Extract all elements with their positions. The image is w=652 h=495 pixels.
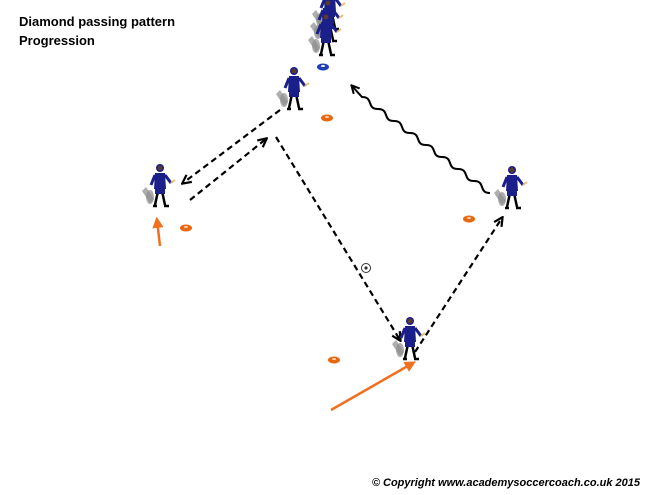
ball [361, 263, 371, 273]
player-bottom [390, 315, 427, 361]
pass-line-bottom-to-right [414, 218, 502, 353]
cone-orange-bottom [328, 356, 340, 364]
player-top-queue-3 [306, 11, 343, 57]
pass-line-top-to-bottom [275, 136, 400, 340]
player-right [492, 164, 529, 210]
cone-orange-right [463, 215, 475, 223]
pass-line-left-to-top [189, 139, 266, 201]
cone-blue-top [317, 63, 329, 71]
pass-line-top-to-left [183, 109, 281, 183]
dribble-line [352, 86, 491, 194]
run-arrow-bottom [330, 361, 416, 412]
cones [180, 63, 475, 364]
copyright-text: © Copyright www.academysoccercoach.co.uk… [371, 477, 640, 489]
diagram-title: Diamond passing pattern [19, 14, 176, 29]
pass-lines [183, 109, 502, 353]
player-top [274, 65, 311, 111]
player-left [140, 162, 177, 208]
cone-orange-top [321, 114, 333, 122]
run-arrows [152, 216, 416, 412]
run-arrow-left [152, 216, 164, 247]
diagram-subtitle: Progression [19, 33, 95, 48]
cone-orange-left [180, 224, 192, 232]
